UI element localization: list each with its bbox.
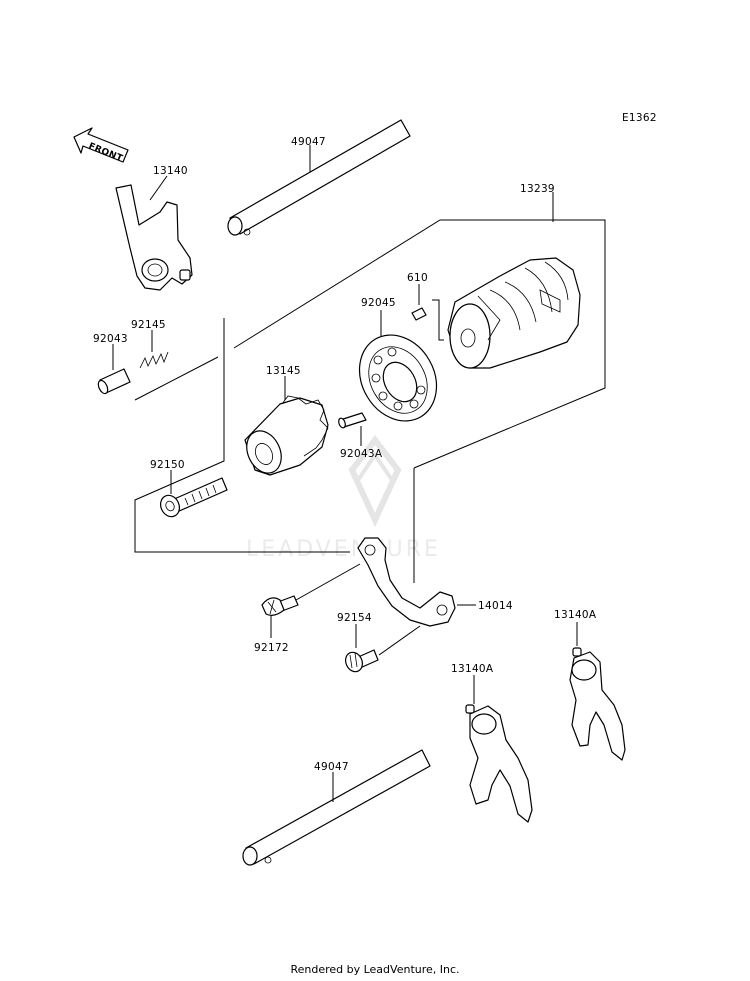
label-13140A-right: 13140A [554, 609, 597, 621]
pin-92043 [97, 368, 131, 395]
shift-shaft-49047-top [227, 119, 411, 236]
watermark-logo: LEADVENTURE [246, 435, 441, 562]
pin-92043A [338, 412, 367, 429]
plate-14014 [357, 537, 456, 627]
label-92154: 92154 [337, 612, 372, 624]
assembly-outline [233, 219, 606, 469]
bolt-92154 [345, 649, 379, 673]
shift-fork-13140A-right [569, 647, 626, 761]
shift-fork-13140 [115, 184, 193, 291]
pin-610 [411, 307, 427, 321]
diagram-code: E1362 [622, 112, 657, 124]
footer-credit: Rendered by LeadVenture, Inc. [290, 963, 460, 976]
label-92145: 92145 [131, 319, 166, 331]
label-13140A-mid: 13140A [451, 663, 494, 675]
label-13145: 13145 [266, 365, 301, 377]
label-13239: 13239 [520, 183, 555, 195]
label-92045: 92045 [361, 297, 396, 309]
assembly-outline-left [134, 318, 350, 553]
label-92043: 92043 [93, 333, 128, 345]
label-610: 610 [407, 272, 428, 284]
label-49047-bottom: 49047 [314, 761, 349, 773]
shift-drum-13239 [447, 257, 581, 369]
spring-92145 [139, 351, 169, 369]
label-49047-top: 49047 [291, 136, 326, 148]
bearing-92045 [358, 334, 438, 422]
shift-shaft-49047-bottom [242, 749, 431, 866]
label-13140: 13140 [153, 165, 188, 177]
label-14014: 14014 [478, 600, 513, 612]
label-92043A: 92043A [340, 448, 383, 460]
shift-fork-13140A-mid [465, 704, 533, 823]
label-92150: 92150 [150, 459, 185, 471]
label-92172: 92172 [254, 642, 289, 654]
drum-cam-13145 [244, 395, 329, 476]
watermark-text: LEADVENTURE [246, 537, 441, 562]
screw-92172 [261, 595, 299, 616]
front-arrow-icon: FRONT [73, 127, 129, 164]
bolt-92150 [160, 477, 228, 518]
